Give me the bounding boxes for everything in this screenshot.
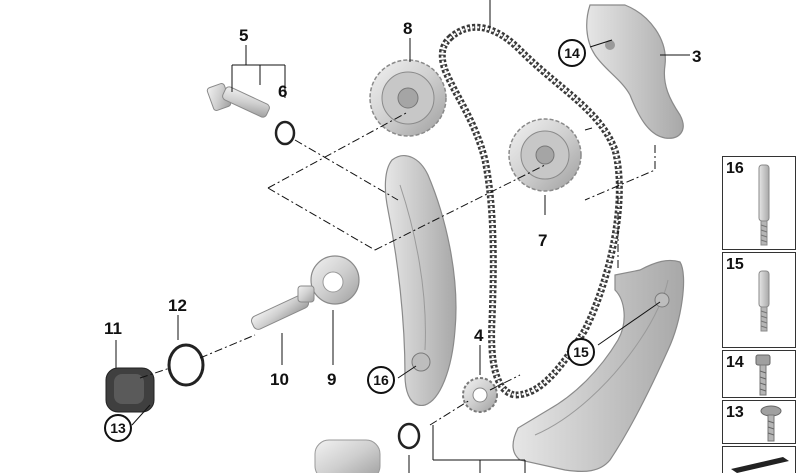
flange-bolt-icon: [760, 405, 782, 442]
assembly-lines: [139, 111, 656, 426]
sensor-wheel: [310, 255, 360, 305]
timing-chain: [438, 23, 623, 399]
legend-panel-15: 15: [722, 252, 796, 348]
callout-13-circle: 13: [104, 414, 132, 442]
callout-12: 12: [168, 296, 187, 315]
leader-lines: [115, 0, 690, 473]
legend-number: 15: [726, 256, 744, 273]
long-bolt-icon: [758, 164, 770, 246]
legend-panel-14: 14: [722, 350, 796, 398]
callout-7: 7: [538, 231, 548, 250]
slide-rail: [512, 259, 685, 472]
callout-6: 6: [278, 82, 288, 101]
callout-15-circle: 15: [567, 338, 595, 366]
o-ring-lower: [397, 422, 421, 450]
legend-panel-13: 13: [722, 400, 796, 444]
intake-camshaft-sprocket: [369, 59, 447, 137]
callout-10: 10: [270, 370, 289, 389]
legend-number: 16: [726, 160, 744, 177]
callout-4: 4: [474, 326, 484, 345]
short-bolt-icon: [758, 270, 770, 332]
arrow-icon: [731, 457, 789, 473]
callout-8: 8: [403, 19, 413, 38]
legend-panel-16: 16: [722, 156, 796, 250]
callout-9: 9: [327, 370, 337, 389]
legend-number: 13: [726, 404, 744, 421]
callout-14-circle: 14: [558, 39, 586, 67]
hex-bolt-icon: [755, 354, 771, 396]
callout-3: 3: [692, 47, 702, 66]
upper-guide-rail: [586, 4, 684, 139]
legend-panel-partial: [722, 446, 796, 473]
sealing-cap: [105, 367, 155, 413]
crankshaft-sprocket: [462, 377, 498, 413]
callout-11: 11: [104, 319, 122, 338]
callout-16-circle: 16: [367, 366, 395, 394]
legend-number: 14: [726, 354, 744, 371]
tensioner-piston: [314, 439, 381, 473]
exhaust-camshaft-sprocket: [508, 118, 582, 192]
central-bolt: [206, 82, 270, 118]
o-ring-6: [274, 120, 296, 146]
callout-5: 5: [239, 26, 249, 45]
solenoid-valve: [250, 285, 315, 330]
seal-ring: [167, 343, 205, 387]
